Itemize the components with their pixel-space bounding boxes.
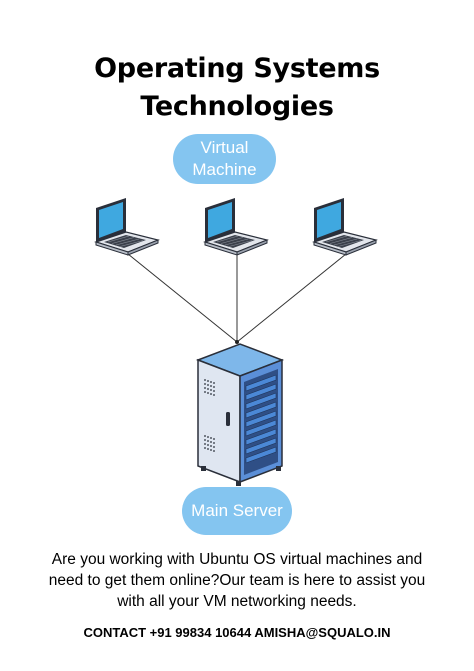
connector-line-left [127, 253, 238, 343]
title-line-2: Technologies [140, 91, 334, 122]
virtual-machine-label-line-1: Virtual [200, 138, 249, 157]
page-title: Operating Systems Technologies [0, 50, 474, 126]
description-line-3: with all your VM networking needs. [117, 593, 357, 610]
virtual-machine-label-line-2: Machine [192, 160, 257, 179]
main-server-label: Main Server [182, 487, 292, 535]
description-line-1: Are you working with Ubuntu OS virtual m… [51, 551, 423, 568]
virtual-machine-label: Virtual Machine [173, 134, 276, 184]
contact-info: CONTACT +91 99834 10644 AMISHA@SQUALO.IN [83, 625, 391, 640]
laptop-icon [204, 197, 268, 256]
junction-dot [235, 340, 239, 344]
description-line-2: need to get them online?Our team is here… [48, 572, 426, 589]
title-line-1: Operating Systems [94, 53, 380, 84]
connector-line-right [236, 253, 347, 343]
laptop-icon [95, 197, 159, 256]
server-icon [195, 343, 285, 486]
connector-lines [127, 253, 347, 343]
laptop-icon [313, 197, 377, 256]
description-text: Are you working with Ubuntu OS virtual m… [40, 549, 434, 612]
